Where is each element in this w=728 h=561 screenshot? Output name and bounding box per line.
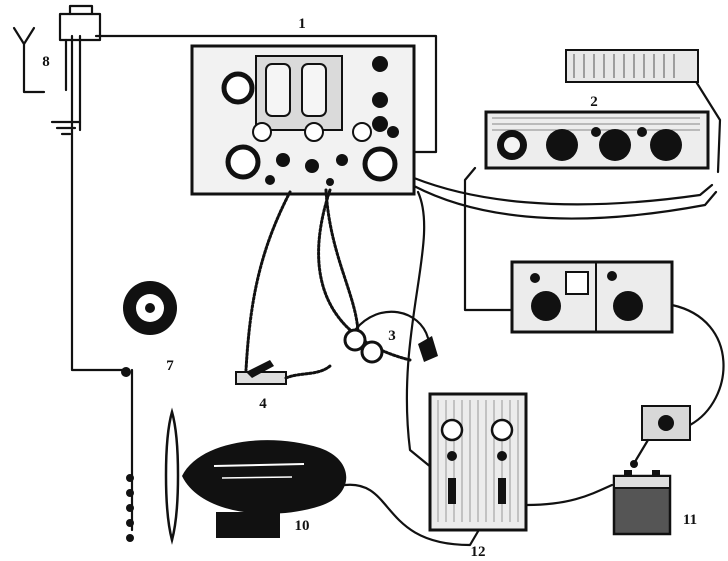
control-dial-icon — [531, 291, 561, 321]
label-key: 4 — [259, 396, 267, 412]
tuning-dial-icon — [365, 149, 395, 179]
weight-bead-icon — [126, 474, 134, 482]
amplifier: 2 — [486, 94, 708, 168]
antenna-mast-icon — [14, 28, 44, 92]
power-pack-body — [566, 50, 698, 82]
vacuum-tube-icon — [266, 64, 290, 116]
junction-meter-icon — [442, 420, 462, 440]
meter-icon — [305, 123, 323, 141]
power-pack — [566, 50, 698, 82]
headphone-cord — [246, 192, 290, 370]
antenna — [14, 6, 100, 134]
label-generator: 10 — [295, 518, 310, 534]
amp-dial-icon — [650, 129, 682, 161]
tuning-dial-icon — [224, 74, 252, 102]
knob-icon — [372, 92, 388, 108]
battery-terminal-icon — [624, 470, 632, 476]
weight-bead-icon — [126, 534, 134, 542]
key-base-icon — [236, 372, 286, 384]
label-receiver: 1 — [298, 16, 306, 32]
weight-bead-icon — [126, 519, 134, 527]
control-box — [512, 262, 672, 332]
junction-meter-icon — [492, 420, 512, 440]
headphone-earpiece-icon — [418, 336, 438, 362]
label-antenna: 8 — [42, 54, 50, 70]
amp-harness-wire-b — [414, 186, 716, 219]
switch-lever-icon — [498, 478, 506, 504]
amp-dial-icon — [599, 129, 631, 161]
knob-icon — [372, 56, 388, 72]
jack-icon — [326, 178, 334, 186]
junction-box: 12 — [430, 394, 526, 560]
weight-bead-icon — [126, 489, 134, 497]
weight-bead-icon — [126, 504, 134, 512]
control-meter-icon — [566, 272, 588, 294]
tuning-dial-icon — [228, 147, 258, 177]
headphone-earpiece-icon — [362, 342, 382, 362]
amp-dial-icon — [546, 129, 578, 161]
generator-mount-icon — [216, 512, 280, 538]
knob-icon — [372, 116, 388, 132]
switch-lever-icon — [448, 478, 456, 504]
label-amplifier: 2 — [590, 94, 598, 110]
label-junction-box: 12 — [471, 544, 486, 560]
amp-to-control-wire — [465, 168, 512, 310]
amp-harness-wire-a — [414, 178, 712, 204]
knob-icon — [276, 153, 290, 167]
control-dial-icon — [613, 291, 643, 321]
battery: 11 — [614, 470, 697, 534]
label-headphones: 3 — [388, 328, 396, 344]
vacuum-tube-icon — [302, 64, 326, 116]
knob-icon — [305, 159, 319, 173]
label-battery: 11 — [683, 512, 697, 528]
battery-terminal-icon — [652, 470, 660, 476]
meter-icon — [253, 123, 271, 141]
receiver-to-junction-wire — [407, 192, 432, 468]
knob-icon — [387, 126, 399, 138]
junction-to-battery-wire — [527, 485, 612, 505]
receiver: 1 — [192, 16, 414, 194]
ground-symbol-icon — [52, 122, 80, 134]
telegraph-key: 4 — [236, 360, 330, 412]
knob-icon — [336, 154, 348, 166]
jack-icon — [265, 175, 275, 185]
label-reel: 7 — [166, 358, 174, 374]
wind-generator: 10 — [166, 412, 346, 540]
propeller-icon — [166, 412, 178, 540]
plug — [630, 406, 690, 468]
meter-icon — [353, 123, 371, 141]
